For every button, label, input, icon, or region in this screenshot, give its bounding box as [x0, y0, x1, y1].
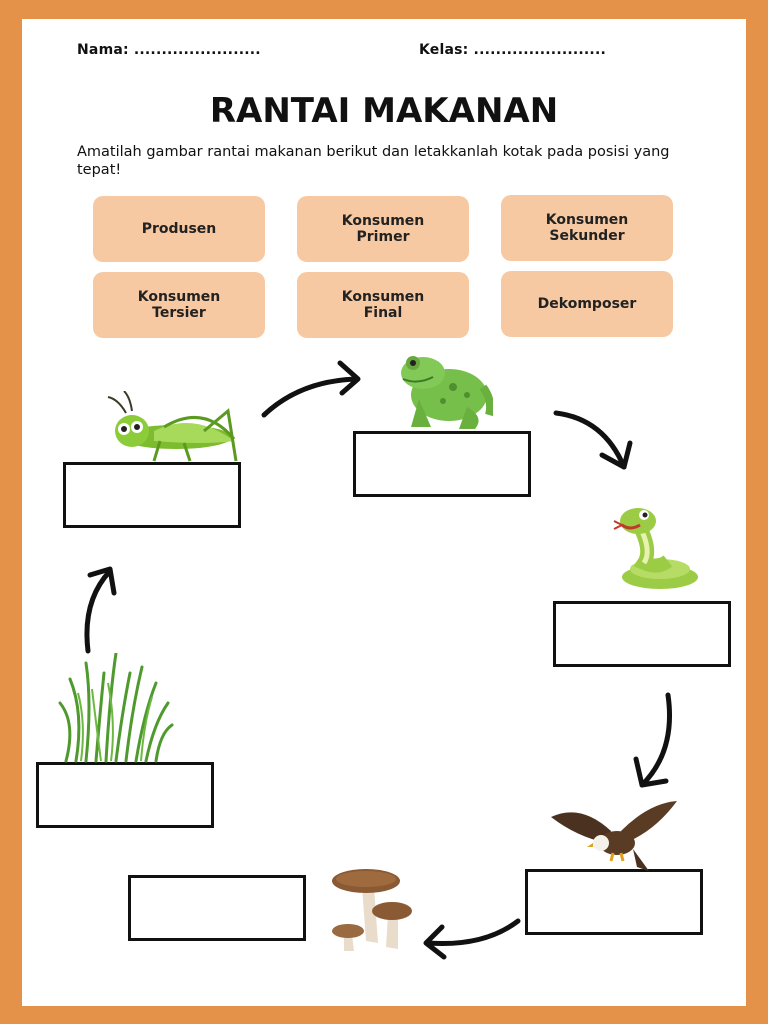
answer-box-snake[interactable] [553, 601, 731, 667]
frog-icon [401, 356, 493, 429]
arrow-frog-to-snake [553, 410, 633, 470]
grass-icon [58, 653, 174, 763]
card-konsumen-tersier[interactable]: Konsumen Tersier [93, 272, 265, 338]
card-konsumen-sekunder[interactable]: Konsumen Sekunder [501, 195, 673, 261]
mushroom-icon [332, 869, 412, 951]
answer-box-mushroom[interactable] [128, 875, 306, 941]
arrow-grasshopper-to-frog [261, 360, 361, 418]
worksheet: Nama: ....................... Kelas: ...… [22, 19, 746, 1006]
eagle-icon [551, 801, 677, 871]
answer-box-eagle[interactable] [525, 869, 703, 935]
card-konsumen-primer[interactable]: Konsumen Primer [297, 196, 469, 262]
grasshopper-icon [107, 391, 238, 462]
snake-icon [613, 508, 698, 589]
name-field[interactable]: Nama: ....................... [77, 42, 261, 58]
arrow-snake-to-eagle [633, 692, 673, 788]
answer-box-grasshopper[interactable] [63, 462, 241, 528]
answer-box-frog[interactable] [353, 431, 531, 497]
card-konsumen-final[interactable]: Konsumen Final [297, 272, 469, 338]
page-title: RANTAI MAKANAN [209, 91, 559, 131]
arrow-eagle-to-mushroom [423, 918, 521, 960]
instruction-text: Amatilah gambar rantai makanan berikut d… [77, 144, 670, 178]
class-field[interactable]: Kelas: ........................ [419, 42, 606, 58]
answer-box-grass[interactable] [36, 762, 214, 828]
card-dekomposer[interactable]: Dekomposer [501, 271, 673, 337]
arrow-grass-to-grasshopper [84, 566, 117, 654]
card-produsen[interactable]: Produsen [93, 196, 265, 262]
